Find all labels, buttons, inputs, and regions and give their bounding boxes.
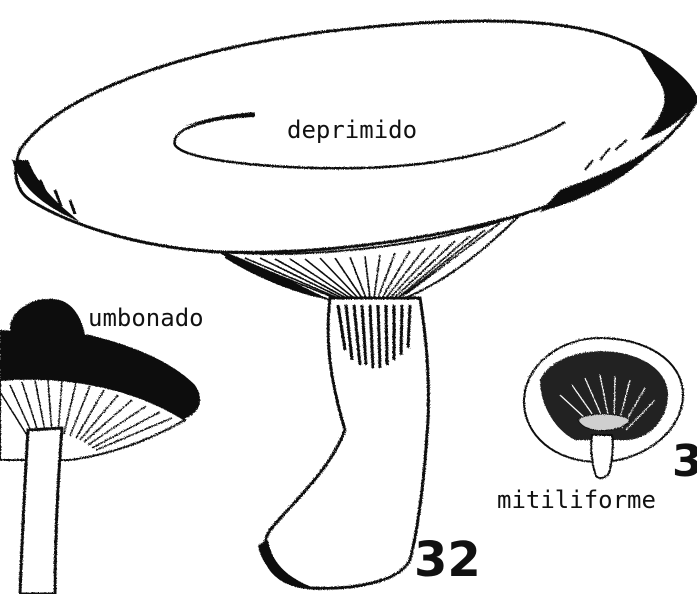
mussel-stem (591, 435, 613, 478)
label-umbonado: umbonado (88, 306, 204, 330)
umbonate-stem (20, 428, 62, 594)
figure-number-right: 3 (672, 440, 697, 484)
label-deprimido: deprimido (287, 118, 417, 142)
label-mitiliforme: mitiliforme (497, 488, 656, 512)
mussel-shaped-mushroom (524, 338, 683, 478)
umbonate-mushroom (0, 299, 200, 594)
depressed-stem (264, 298, 428, 588)
figure-number-main: 32 (414, 536, 481, 584)
